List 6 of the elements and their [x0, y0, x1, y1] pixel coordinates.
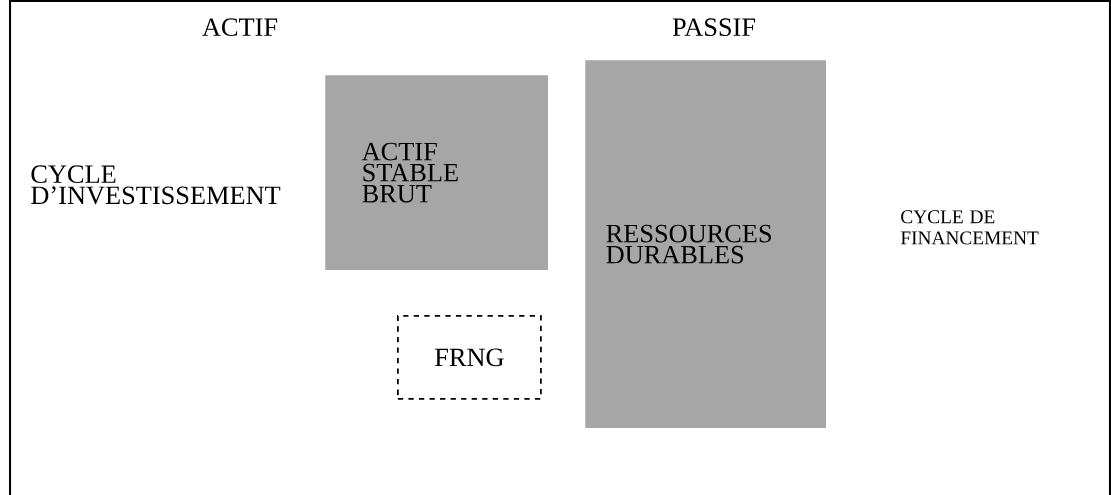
shaded-box: RESSOURCES DURABLES [580, 55, 832, 434]
text-label: CYCLE DE FINANCEMENT [900, 210, 1039, 245]
shaded-box: ACTIF STABLE BRUT [320, 70, 554, 276]
text-label: ACTIF [202, 18, 278, 37]
text-label: CYCLE D’INVESTISSEMENT [31, 165, 281, 205]
dashed-box: FRNG [397, 315, 542, 400]
